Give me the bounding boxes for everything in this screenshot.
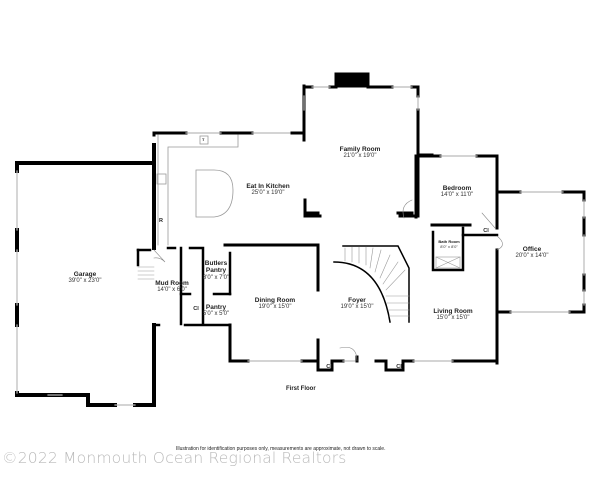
room-name: Garage — [73, 271, 97, 278]
room-label-dining-room: Dining Room 19'0" x 15'0" — [255, 297, 295, 311]
room-name: Dining Room — [254, 297, 296, 304]
room-name: Eat In Kitchen — [246, 183, 290, 190]
room-label-living-room: Living Room 15'0" x 15'0" — [433, 308, 472, 322]
room-dimensions: 14'0" x 6'0" — [157, 287, 187, 294]
closet-label-dining: Cl — [326, 364, 332, 370]
room-dimensions: 21'0" x 19'0" — [343, 153, 377, 160]
room-name: Office — [522, 246, 542, 253]
room-label-family-room: Family Room 21'0" x 19'0" — [340, 146, 381, 160]
garage-walls — [15, 143, 156, 407]
room-name: Living Room — [433, 308, 473, 315]
mudroom-walls — [136, 246, 232, 327]
watermark-text: ©2022 Monmouth Ocean Regional Realtors — [2, 449, 347, 467]
room-name: Mud Room — [155, 280, 189, 287]
room-dimensions: 5'0" x 5'0" — [202, 311, 230, 318]
room-label-bath-room: Bath Room 8'0" x 8'0" — [438, 239, 460, 249]
room-name: Bath Room — [438, 239, 460, 244]
room-name: Bedroom — [442, 185, 472, 192]
room-dimensions: 25'0" x 19'0" — [251, 190, 285, 197]
toilet-label: T — [202, 137, 205, 142]
room-label-pantry: Pantry 5'0" x 5'0" — [203, 304, 229, 318]
family-room-walls — [290, 72, 434, 218]
room-label-bedroom: Bedroom 14'0" x 11'0" — [441, 185, 473, 199]
room-label-butlers-pantry: Butlers Pantry 8'0" x 7'0" — [201, 260, 231, 282]
room-label-office: Office 20'0" x 14'0" — [516, 246, 549, 260]
room-dimensions: 39'0" x 23'0" — [68, 278, 102, 285]
staircase — [333, 245, 410, 323]
room-dimensions: 15'0" x 15'0" — [436, 315, 470, 322]
room-dimensions: 20'0" x 14'0" — [515, 253, 549, 260]
room-dimensions: 8'0" x 7'0" — [202, 274, 230, 281]
closet-label-mud-room: Cl — [193, 306, 199, 312]
office-walls — [495, 190, 586, 365]
floor-label: First Floor — [286, 386, 316, 392]
room-name: Butlers Pantry — [204, 260, 228, 275]
room-label-eat-in-kitchen: Eat In Kitchen 25'0" x 19'0" — [246, 183, 289, 197]
room-label-mud-room: Mud Room 14'0" x 6'0" — [155, 280, 189, 294]
room-name: Foyer — [348, 297, 366, 304]
room-dimensions: 8'0" x 8'0" — [440, 243, 458, 249]
room-dimensions: 14'0" x 11'0" — [440, 192, 474, 199]
room-label-foyer: Foyer 19'0" x 15'0" — [341, 297, 374, 311]
refrigerator-label: R — [159, 218, 163, 224]
bath-walls — [431, 226, 499, 272]
disclaimer-text: Illustration for identification purposes… — [176, 446, 386, 452]
closet-label-foyer: Cl — [396, 364, 402, 370]
room-name: Pantry — [205, 304, 227, 311]
closet-label-bedroom: Cl — [483, 228, 489, 234]
room-dimensions: 19'0" x 15'0" — [340, 304, 374, 311]
bedroom-walls — [414, 154, 499, 230]
room-dimensions: 19'0" x 15'0" — [258, 304, 292, 311]
room-label-garage: Garage 39'0" x 23'0" — [69, 271, 102, 285]
dining-room-walls — [223, 243, 320, 363]
room-name: Family Room — [339, 146, 381, 153]
